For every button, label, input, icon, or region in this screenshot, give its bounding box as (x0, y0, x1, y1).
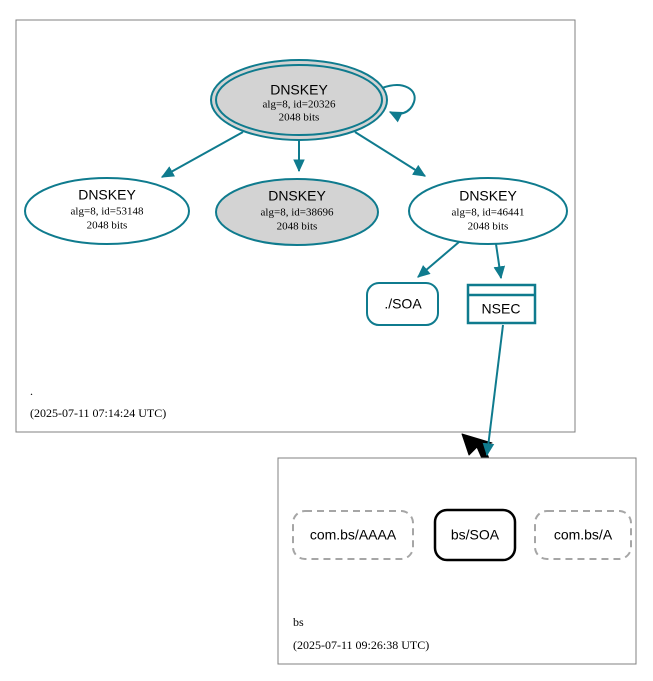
dnskey-46441-title: DNSKEY (459, 188, 517, 204)
rrset-node-com-bs-a[interactable]: com.bs/A (534, 510, 632, 560)
rrset-soa-root-box (366, 282, 439, 326)
dnskey-node-46441[interactable]: DNSKEY alg=8, id=46441 2048 bits (408, 177, 568, 245)
rrset-bs-soa-label: bs/SOA (451, 527, 500, 543)
rrset-com-bs-aaaa-box (292, 510, 414, 560)
dnskey-20326-inner-ellipse (215, 64, 383, 136)
dnskey-53148-bits: 2048 bits (87, 220, 128, 232)
dnskey-53148-title: DNSKEY (78, 187, 136, 203)
rrset-node-com-bs-aaaa[interactable]: com.bs/AAAA (292, 510, 414, 560)
dnskey-node-20326[interactable]: DNSKEY alg=8, id=20326 2048 bits (210, 59, 388, 141)
rrset-com-bs-a-label: com.bs/A (554, 527, 613, 543)
dnskey-node-38696[interactable]: DNSKEY alg=8, id=38696 2048 bits (215, 178, 379, 246)
dnskey-46441-alg-id: alg=8, id=46441 (452, 207, 525, 219)
dnskey-53148-alg-id: alg=8, id=53148 (71, 206, 144, 218)
zone-timestamp-bs: (2025-07-11 09:26:38 UTC) (293, 638, 429, 652)
edge-20326-to-53148 (160, 131, 244, 178)
edge-path (354, 131, 426, 177)
dnskey-38696-title: DNSKEY (268, 188, 326, 204)
zone-cluster-root: DNSKEY alg=8, id=20326 2048 bits DNSKEY … (15, 19, 576, 433)
zone-cluster-bs: com.bs/AAAA bs/SOA com.bs/A bs (2025-07-… (277, 457, 637, 665)
self-loop-path (381, 84, 416, 123)
rrset-soa-root-label: ./SOA (384, 296, 422, 312)
rrset-nsec-root-label: NSEC (482, 301, 521, 317)
dnskey-node-53148[interactable]: DNSKEY alg=8, id=53148 2048 bits (24, 177, 190, 245)
dnskey-20326-bits: 2048 bits (279, 112, 320, 124)
edge-path (160, 131, 244, 178)
dnskey-46441-bits: 2048 bits (468, 221, 509, 233)
zone-label-bs: bs (293, 615, 304, 629)
edge-20326-to-46441 (354, 131, 426, 177)
zone-timestamp-root: (2025-07-11 07:14:24 UTC) (30, 406, 166, 420)
rrset-bs-soa-box (433, 508, 517, 562)
edge-46441-to-nsec (493, 243, 506, 280)
dnskey-38696-alg-id: alg=8, id=38696 (261, 207, 334, 219)
rrset-com-bs-a-box (534, 510, 632, 560)
rrset-node-soa-root[interactable]: ./SOA (366, 282, 439, 326)
dnskey-53148-ellipse (24, 177, 190, 245)
rrset-node-bs-soa[interactable]: bs/SOA (433, 508, 517, 562)
dnskey-20326-title: DNSKEY (270, 82, 328, 98)
edge-nsec-to-bs-zone (482, 324, 504, 457)
dnskey-38696-bits: 2048 bits (277, 221, 318, 233)
edge-46441-to-soa (417, 241, 460, 278)
rrset-nsec-root-box (466, 283, 537, 325)
edge-path (482, 324, 504, 457)
edge-path (417, 241, 460, 278)
edge-self-signature-20326 (381, 84, 416, 123)
dnskey-20326-alg-id: alg=8, id=20326 (263, 99, 336, 111)
rrset-com-bs-aaaa-label: com.bs/AAAA (310, 527, 397, 543)
edge-path (493, 243, 506, 280)
dnskey-38696-ellipse (215, 178, 379, 246)
dnskey-46441-ellipse (408, 177, 568, 245)
rrset-node-nsec-root[interactable]: NSEC (466, 283, 537, 325)
zone-label-root: . (30, 384, 33, 398)
